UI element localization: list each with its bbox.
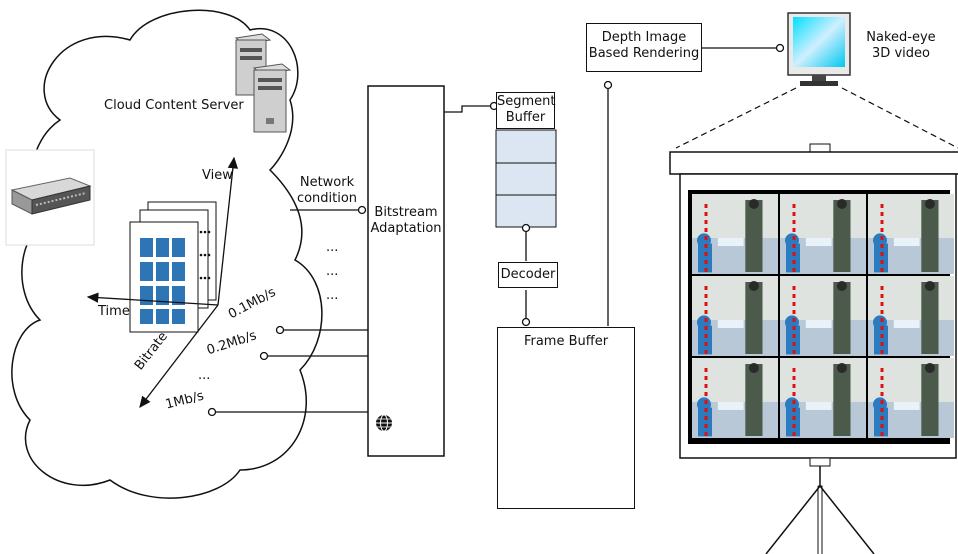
screen-tile [868, 276, 954, 356]
cloud-server-label: Cloud Content Server [104, 98, 244, 114]
ellipsis-2: ... [326, 264, 338, 280]
screen-tile [780, 194, 866, 274]
segment-buffer-line2: Buffer [497, 110, 554, 126]
time-axis-label: Time [98, 304, 130, 320]
dibr-line2: Based Rendering [587, 46, 701, 62]
network-condition-label: Network condition [292, 175, 362, 207]
adaptation-line2: Adaptation [368, 221, 444, 237]
network-condition-line2: condition [292, 191, 362, 207]
ellipsis-1: ... [326, 240, 338, 256]
network-condition-line1: Network [292, 175, 362, 191]
screen-tiles [692, 194, 954, 438]
bitstream-adaptation-label: Bitstream Adaptation [368, 205, 444, 237]
bitrate-label-2: ... [198, 368, 210, 384]
view-grid [140, 238, 185, 324]
screen-tile [692, 194, 778, 274]
monitor-icon [788, 13, 850, 86]
network-switch-icon [6, 150, 94, 245]
projection-screen [670, 144, 958, 554]
view-axis-label: View [202, 168, 233, 184]
ellipsis-3: ... [326, 288, 338, 304]
frame-buffer-label: Frame Buffer [498, 334, 634, 350]
naked-eye-line1: Naked-eye [856, 30, 946, 46]
dibr-box: Depth Image Based Rendering [586, 23, 702, 72]
screen-tile [692, 276, 778, 356]
segment-buffer-line1: Segment [497, 94, 554, 110]
adaptation-line1: Bitstream [368, 205, 444, 221]
segment-buffer-header: Segment Buffer [496, 92, 555, 129]
naked-eye-line2: 3D video [856, 46, 946, 62]
segment-buffer-slots [496, 130, 556, 227]
screen-tile [868, 358, 954, 438]
screen-tile [780, 276, 866, 356]
screen-tile [780, 358, 866, 438]
dibr-line1: Depth Image [587, 30, 701, 46]
screen-tile [692, 358, 778, 438]
globe-icon [376, 415, 392, 431]
decoder-label: Decoder [499, 267, 557, 283]
screen-tile [868, 194, 954, 274]
decoder-box: Decoder [498, 262, 558, 288]
naked-eye-label: Naked-eye 3D video [856, 30, 946, 62]
frame-buffer-box: Frame Buffer [497, 327, 635, 509]
